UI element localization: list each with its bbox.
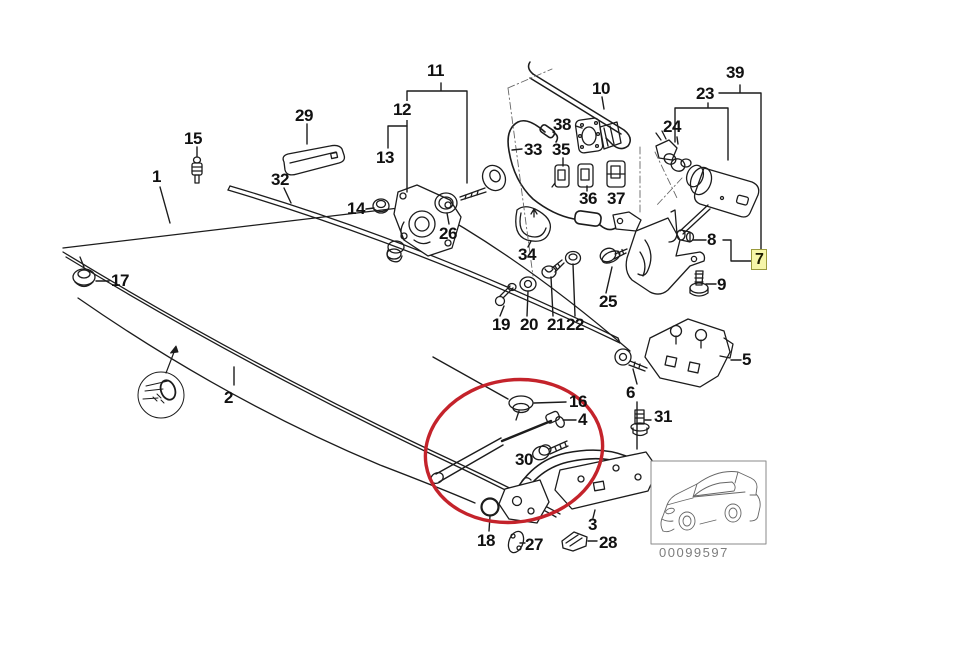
part-label-7-highlighted[interactable]: 7	[751, 249, 768, 270]
part-label-3[interactable]: 3	[588, 515, 597, 534]
part-label-22[interactable]: 22	[566, 315, 584, 334]
part-label-25[interactable]: 25	[599, 292, 617, 311]
leader-lines	[95, 82, 762, 544]
part-label-39[interactable]: 39	[726, 63, 744, 82]
part-label-10[interactable]: 10	[592, 79, 610, 98]
grommet-17	[72, 256, 96, 288]
part-label-18[interactable]: 18	[477, 531, 495, 550]
part-label-11[interactable]: 11	[427, 61, 444, 80]
inset-image-code: 00099597	[659, 545, 729, 560]
part-label-5[interactable]: 5	[742, 350, 751, 369]
part-label-19[interactable]: 19	[492, 315, 510, 334]
plate-27	[507, 530, 525, 554]
part-label-20[interactable]: 20	[520, 315, 538, 334]
screw-31	[630, 409, 650, 437]
part-label-28[interactable]: 28	[599, 533, 617, 552]
screw-6	[614, 348, 648, 372]
car-inset	[650, 460, 767, 545]
part-label-37[interactable]: 37	[607, 189, 625, 208]
part-label-8[interactable]: 8	[707, 230, 716, 249]
gas-strut-4	[430, 410, 565, 485]
clip-35	[551, 164, 570, 188]
guide-34	[515, 206, 552, 242]
part-label-34[interactable]: 34	[518, 245, 536, 264]
part-label-35[interactable]: 35	[552, 140, 570, 159]
part-label-13[interactable]: 13	[375, 148, 395, 168]
clip-36	[577, 163, 594, 188]
washer-20	[519, 276, 537, 292]
part-label-23[interactable]: 23	[696, 84, 714, 103]
grommet-16	[508, 395, 534, 421]
ball-stud-19	[494, 282, 517, 307]
clip-37	[606, 160, 626, 188]
part-label-17[interactable]: 17	[111, 271, 129, 290]
key-drawing	[459, 164, 507, 201]
part-label-15[interactable]: 15	[184, 129, 202, 148]
stud-15	[191, 156, 203, 184]
plug-24	[655, 130, 686, 172]
part-label-4[interactable]: 4	[578, 410, 587, 429]
lock-rod-10	[527, 61, 631, 150]
part-label-21[interactable]: 21	[547, 315, 565, 334]
wedge-28	[561, 531, 588, 552]
part-label-38[interactable]: 38	[553, 115, 571, 134]
part-label-2[interactable]: 2	[224, 388, 233, 407]
trunk-latch	[612, 204, 711, 295]
part-label-26[interactable]: 26	[439, 224, 457, 243]
part-label-16[interactable]: 16	[569, 392, 587, 411]
part-label-27[interactable]: 27	[525, 535, 543, 554]
part-label-6[interactable]: 6	[626, 383, 635, 402]
part-label-33[interactable]: 33	[524, 140, 542, 159]
part-label-12[interactable]: 12	[392, 100, 412, 120]
screw-21	[541, 259, 565, 279]
part-label-9[interactable]: 9	[717, 275, 726, 294]
part-label-29[interactable]: 29	[295, 106, 313, 125]
screw-30	[532, 440, 569, 461]
bushing-8	[676, 229, 695, 243]
trunk-lid-inner-panel	[77, 297, 476, 504]
trunk-lid-outer-panel	[62, 204, 631, 518]
region-boundary	[507, 68, 683, 277]
seal-ring-26	[434, 192, 458, 214]
part-label-36[interactable]: 36	[579, 189, 597, 208]
red-highlight-ellipse	[423, 377, 605, 525]
detail-circle	[137, 345, 185, 419]
lock-assembly	[386, 184, 462, 263]
part-label-1[interactable]: 1	[152, 167, 161, 186]
part-label-14[interactable]: 14	[347, 199, 365, 218]
striker-bracket-5	[644, 318, 734, 388]
lamp-housing-29	[282, 144, 346, 176]
striker-plate-38	[574, 117, 622, 154]
grommet-22	[564, 250, 582, 266]
o-ring-18	[480, 497, 500, 517]
bolt-25	[599, 247, 628, 264]
part-label-31[interactable]: 31	[654, 407, 672, 426]
part-label-32[interactable]: 32	[271, 170, 289, 189]
part-label-30[interactable]: 30	[515, 450, 533, 469]
actuator-motor-23	[680, 158, 760, 218]
lock-nut-14	[372, 198, 390, 214]
edge-strip-32	[227, 185, 621, 344]
bolt-9	[689, 270, 709, 297]
part-label-24[interactable]: 24	[663, 117, 681, 136]
